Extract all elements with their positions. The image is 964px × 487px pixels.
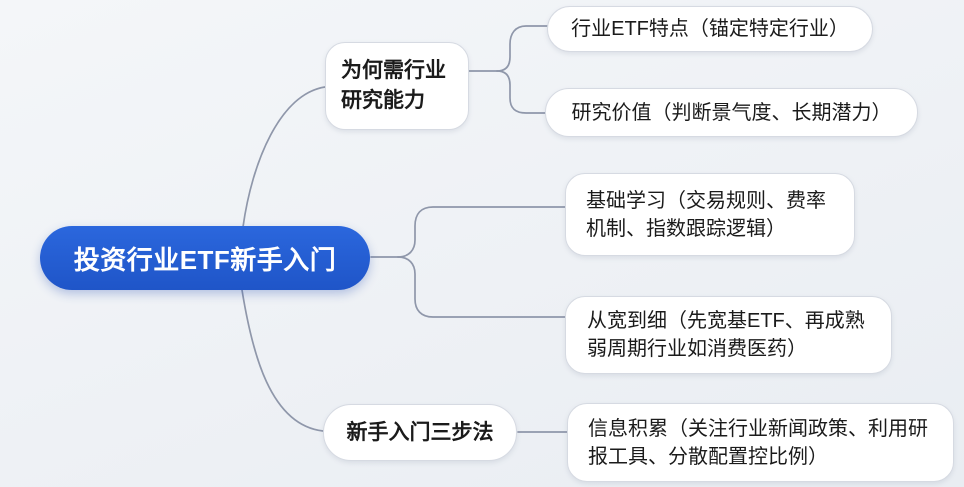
connector-root-to-why (242, 86, 326, 228)
leaf-node-basic-learning[interactable]: 基础学习（交易规则、费率机制、指数跟踪逻辑） (565, 173, 855, 256)
connector-middle-to-learning (397, 206, 566, 258)
leaf-node-research-value[interactable]: 研究价值（判断景气度、长期潜力） (545, 88, 918, 137)
leaf-node-broad-to-specific[interactable]: 从宽到细（先宽基ETF、再成熟弱周期行业如消费医药） (565, 296, 892, 374)
branch-node-why-industry-research[interactable]: 为何需行业研究能力 (325, 42, 469, 130)
connector-middle-to-broad (397, 256, 566, 318)
connector-why-to-traits (496, 25, 548, 72)
connector-why-to-value (496, 70, 546, 114)
branch-node-three-step-method[interactable]: 新手入门三步法 (323, 404, 517, 461)
root-node[interactable]: 投资行业ETF新手入门 (40, 226, 370, 290)
leaf-node-industry-etf-traits[interactable]: 行业ETF特点（锚定特定行业） (547, 6, 873, 52)
leaf-node-info-accumulation[interactable]: 信息积累（关注行业新闻政策、利用研报工具、分散配置控比例） (567, 403, 954, 482)
connector-root-to-three-step (241, 289, 324, 432)
